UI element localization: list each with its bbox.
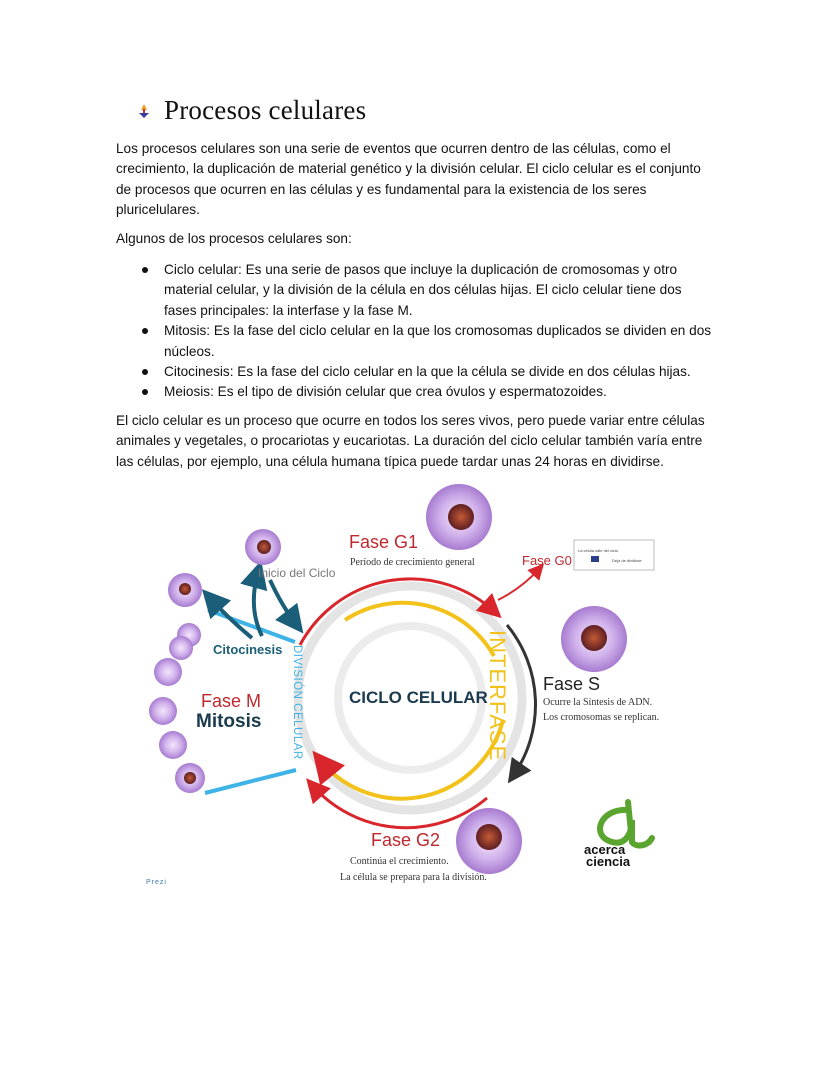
g0-note-1: La célula sale del ciclo (578, 548, 619, 553)
g0-note-2: Deja de dividirse (612, 558, 642, 563)
interfase-arc-top (343, 600, 496, 657)
outer-gray-ring (293, 581, 527, 815)
cell-start-icon (245, 529, 281, 565)
cell-g1-icon (426, 484, 492, 550)
g0-arrow (497, 563, 545, 601)
item-term: Citocinesis: (164, 364, 234, 380)
g0-title: Fase G0 (522, 553, 572, 568)
division-line-bottom (204, 768, 297, 795)
start-arrow-2 (201, 589, 254, 640)
cell-mitosis-icon (149, 658, 205, 793)
item-text: Es el tipo de división celular que crea … (213, 384, 607, 400)
m-title: Fase M (201, 691, 262, 711)
arrow-bullet-icon (139, 103, 149, 118)
cell-daughter-icon (168, 573, 202, 607)
g2-arrow (306, 778, 488, 830)
credit-label: Prezi (146, 879, 167, 886)
list-intro: Algunos de los procesos celulares son: (116, 231, 352, 246)
cell-cytokinesis-icon (169, 623, 201, 660)
g1-arrow (298, 577, 502, 646)
g0-card-image (591, 556, 599, 562)
center-label: CICLO CELULAR (349, 688, 488, 707)
g1-desc: Período de crecimiento general (350, 557, 475, 568)
s-title: Fase S (543, 674, 601, 694)
s-desc-2: Los cromosomas se replican. (543, 712, 660, 723)
item-text: Es la fase del ciclo celular en la que l… (164, 323, 712, 359)
g2-title: Fase G2 (371, 830, 441, 850)
intro-paragraph: Los procesos celulares son una serie de … (116, 141, 701, 218)
acerca-ciencia-logo (597, 799, 655, 849)
s-desc-1: Ocurre la Síntesis de ADN. (543, 697, 653, 708)
cell-cycle-diagram: CICLO CELULAR INTERFASE DIVISIÓN CELULAR… (0, 480, 828, 900)
item-term: Meiosis: (164, 384, 214, 400)
cell-s-icon (561, 606, 627, 672)
g0-card (573, 539, 655, 571)
interfase-arc-bottom (312, 719, 505, 801)
cytokinesis-label: Citocinesis (213, 642, 283, 657)
m-subtitle: Mitosis (196, 711, 262, 732)
process-list: Ciclo celular: Es una serie de pasos que… (116, 260, 716, 403)
start-arrow-3 (268, 579, 304, 634)
g2-desc-2: La célula se prepara para la división. (340, 872, 487, 883)
cycle-graphic (149, 484, 655, 874)
brand-line-2: ciencia (586, 854, 631, 869)
item-term: Ciclo celular: (164, 262, 242, 277)
start-arrow-1 (240, 560, 268, 637)
item-text: Es una serie de pasos que incluye la dup… (164, 262, 682, 318)
item-term: Mitosis: (164, 323, 211, 339)
page-title: Procesos celulares (164, 95, 367, 125)
item-text: Es la fase del ciclo celular en la que l… (233, 364, 691, 380)
cell-g2-icon (456, 808, 522, 874)
list-item: Ciclo celular: Es una serie de pasos que… (116, 260, 716, 321)
start-label: Inicio del Ciclo (258, 566, 336, 580)
s-arrow (505, 624, 537, 784)
g2-desc-1: Continúa el crecimiento. (350, 856, 449, 867)
inner-gray-ring (334, 622, 486, 774)
list-item: Mitosis: Es la fase del ciclo celular en… (116, 321, 716, 362)
list-item: Citocinesis: Es la fase del ciclo celula… (116, 362, 716, 382)
g1-title: Fase G1 (349, 532, 419, 552)
list-item: Meiosis: Es el tipo de división celular … (116, 382, 716, 402)
brand-line-1: acerca (584, 842, 626, 857)
division-label: DIVISIÓN CELULAR (291, 645, 303, 760)
interfase-label: INTERFASE (485, 630, 510, 762)
closing-paragraph: El ciclo celular es un proceso que ocurr… (116, 413, 705, 469)
section-heading: Procesos celulares (136, 95, 366, 126)
